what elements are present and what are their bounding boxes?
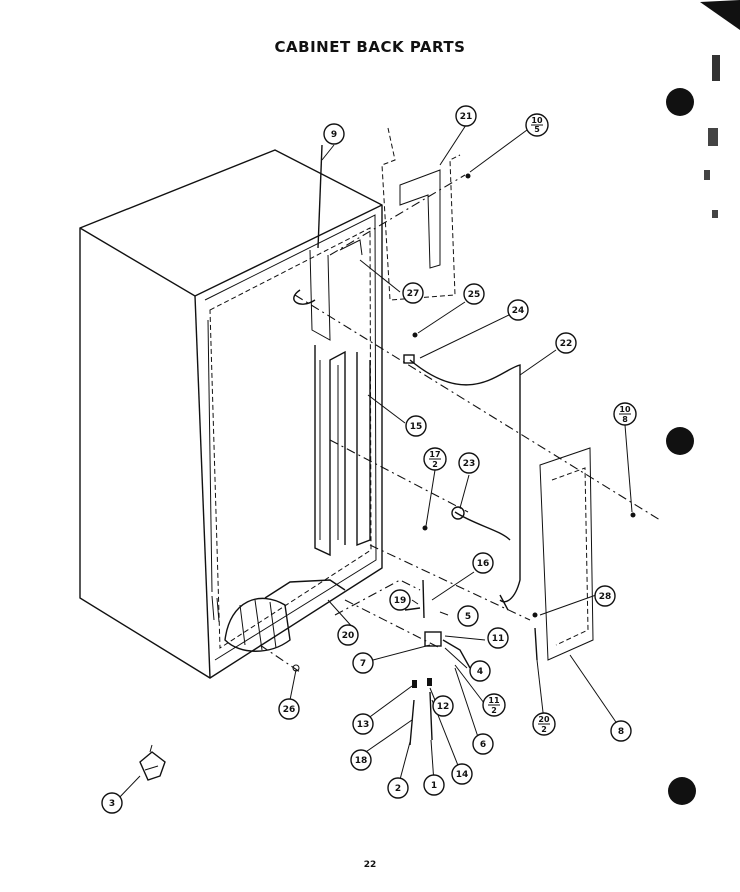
- svg-text:15: 15: [410, 422, 423, 432]
- callout-21: 21: [455, 105, 477, 127]
- callout-28: 28: [594, 585, 616, 607]
- callout-24: 24: [507, 299, 529, 321]
- compressor-assembly: [224, 579, 346, 652]
- callout-16: 16: [472, 552, 494, 574]
- callout-20: 20: [337, 624, 359, 646]
- svg-text:19: 19: [394, 596, 407, 606]
- svg-text:27: 27: [407, 289, 420, 299]
- page-title: CABINET BACK PARTS: [274, 38, 466, 56]
- svg-text:1: 1: [431, 781, 437, 791]
- svg-text:5: 5: [534, 125, 540, 134]
- callout-4: 4: [469, 660, 491, 682]
- small-hardware: [139, 173, 636, 781]
- svg-text:28: 28: [599, 592, 612, 602]
- svg-text:10: 10: [531, 116, 543, 125]
- callout-17-2: 172: [423, 447, 447, 471]
- callout-15: 15: [405, 415, 427, 437]
- svg-text:6: 6: [480, 740, 486, 750]
- back-cover-panel-8: [539, 447, 594, 661]
- callout-14: 14: [451, 763, 473, 785]
- page-number: 22: [363, 860, 377, 870]
- svg-text:5: 5: [465, 612, 471, 622]
- svg-text:2: 2: [541, 725, 547, 734]
- cabinet-outline: [79, 149, 383, 679]
- svg-text:23: 23: [463, 459, 476, 469]
- svg-text:4: 4: [477, 667, 483, 677]
- svg-text:8: 8: [622, 415, 628, 424]
- svg-text:11: 11: [492, 634, 505, 644]
- callout-circles: 21 105 9 27 25 24 22 15 108 172 23 16 28…: [101, 105, 637, 814]
- callout-27: 27: [402, 282, 424, 304]
- svg-text:18: 18: [355, 756, 368, 766]
- callout-26: 26: [278, 698, 300, 720]
- svg-text:20: 20: [538, 715, 550, 724]
- svg-text:14: 14: [456, 770, 469, 780]
- svg-text:8: 8: [618, 727, 624, 737]
- callout-leaders: [116, 124, 633, 801]
- svg-text:17: 17: [429, 450, 440, 459]
- callout-7: 7: [352, 652, 374, 674]
- callout-11: 11: [487, 627, 509, 649]
- svg-text:24: 24: [512, 306, 525, 316]
- svg-text:9: 9: [331, 130, 337, 140]
- svg-text:2: 2: [432, 460, 438, 469]
- callout-5: 5: [457, 605, 479, 627]
- svg-text:7: 7: [360, 659, 366, 669]
- callout-20-2: 202: [532, 712, 556, 736]
- page-edge-artifacts: [700, 0, 740, 218]
- callout-19: 19: [389, 589, 411, 611]
- callout-25: 25: [463, 283, 485, 305]
- callout-1: 1: [423, 774, 445, 796]
- back-panel-21: [381, 127, 461, 301]
- svg-text:20: 20: [342, 631, 355, 641]
- callout-18: 18: [350, 749, 372, 771]
- svg-text:26: 26: [283, 705, 296, 715]
- svg-text:13: 13: [357, 720, 370, 730]
- svg-text:10: 10: [619, 405, 631, 414]
- callout-10-5: 105: [525, 113, 549, 137]
- binder-hole-middle: [666, 427, 694, 455]
- callout-8: 8: [610, 720, 632, 742]
- svg-text:11: 11: [488, 696, 500, 705]
- callout-22: 22: [555, 332, 577, 354]
- svg-text:12: 12: [437, 702, 450, 712]
- svg-text:25: 25: [468, 290, 481, 300]
- binder-hole-bottom: [668, 777, 696, 805]
- svg-text:2: 2: [395, 784, 401, 794]
- svg-text:3: 3: [109, 799, 115, 809]
- callout-9: 9: [323, 123, 345, 145]
- callout-11-2: 112: [482, 693, 506, 717]
- condenser-tubing: [293, 144, 371, 557]
- callout-23: 23: [458, 452, 480, 474]
- callout-2: 2: [387, 777, 409, 799]
- callout-10-8: 108: [613, 402, 637, 426]
- svg-text:21: 21: [460, 112, 473, 122]
- binder-hole-top: [666, 88, 694, 116]
- svg-text:16: 16: [477, 559, 490, 569]
- callout-3: 3: [101, 792, 123, 814]
- svg-text:2: 2: [491, 706, 497, 715]
- callout-6: 6: [472, 733, 494, 755]
- drain-tube-22: [403, 354, 521, 603]
- svg-text:22: 22: [560, 339, 573, 349]
- callout-12: 12: [432, 695, 454, 717]
- callout-13: 13: [352, 713, 374, 735]
